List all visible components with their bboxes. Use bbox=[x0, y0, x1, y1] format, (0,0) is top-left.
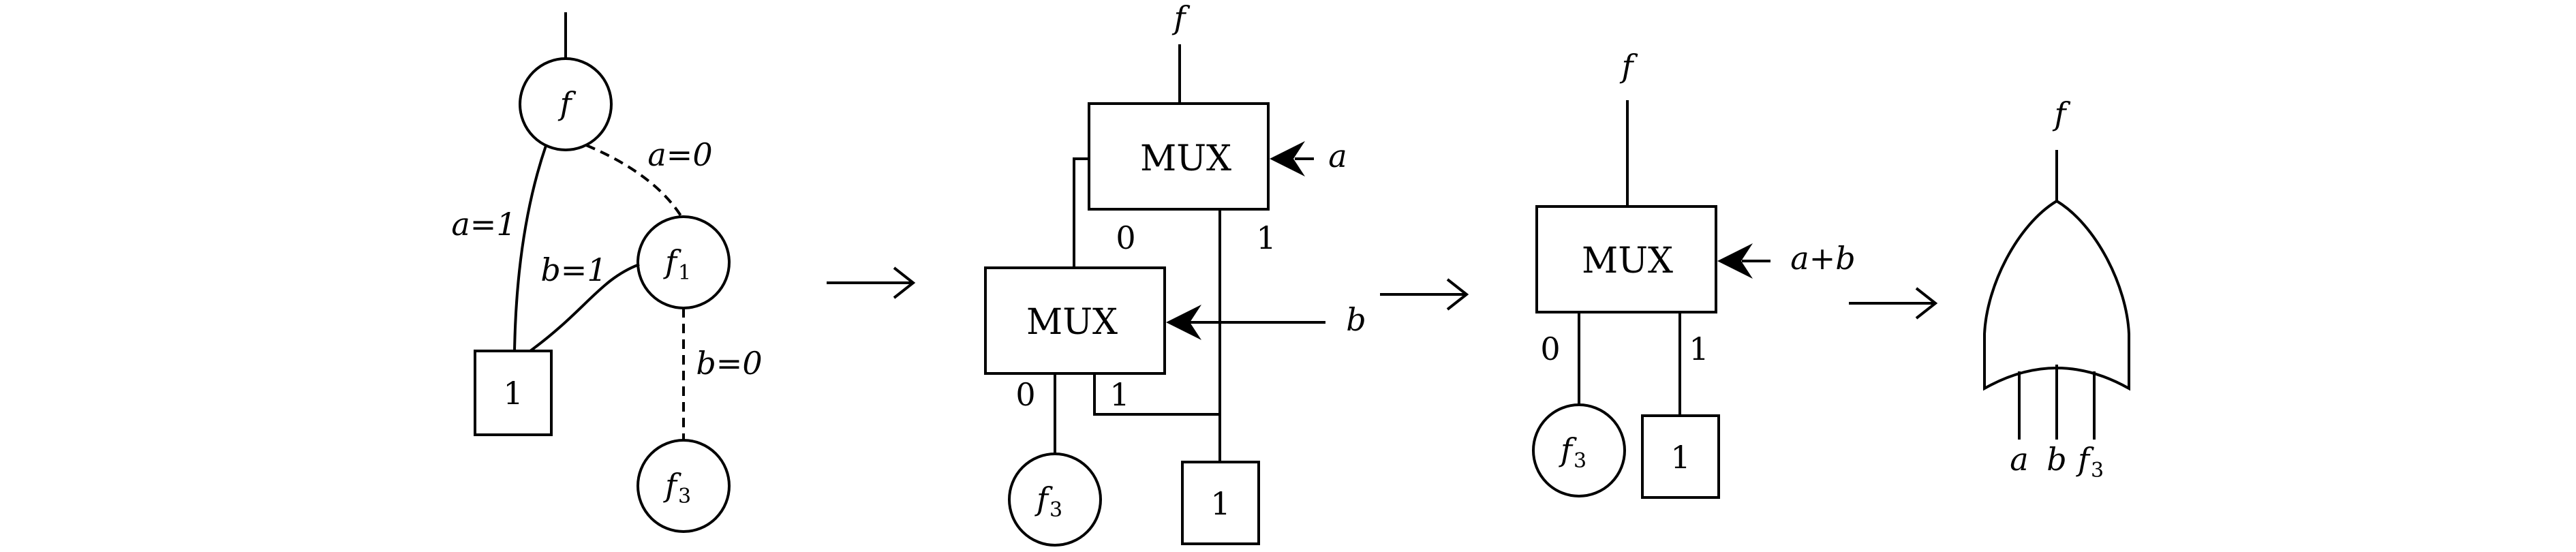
stage3-single-mux: f MUX a+b 0 1 f3 1 bbox=[1532, 48, 1856, 499]
stage2-output-label: f bbox=[1171, 0, 1190, 36]
transform-arrow-1 bbox=[827, 266, 916, 299]
mux-top-select-label: a bbox=[1328, 138, 1347, 174]
bdd-edge-b0-label: b=0 bbox=[696, 345, 762, 382]
or-gate-input-f3-label: f3 bbox=[2076, 441, 2104, 482]
stage2-mux-network: f MUX a 0 1 MUX b 0 1 f3 1 bbox=[984, 0, 1366, 547]
bdd-edge-a0-label: a=0 bbox=[647, 136, 712, 173]
stage3-node-f3 bbox=[1532, 403, 1626, 497]
mux-bottom bbox=[984, 266, 1166, 375]
stage3-terminal-1-label: 1 bbox=[1670, 439, 1690, 476]
stage3-select-label: a+b bbox=[1790, 240, 1855, 277]
bdd-edge-a1-label: a=1 bbox=[451, 206, 516, 243]
mux-top-in0-label: 0 bbox=[1116, 219, 1135, 256]
mux-top-in0-wire bbox=[1073, 157, 1089, 268]
mux-bottom-select-arrowhead bbox=[1166, 305, 1201, 340]
stage3-in1-label: 1 bbox=[1689, 331, 1708, 367]
transform-arrow-2 bbox=[1380, 278, 1469, 311]
stage2-terminal-1 bbox=[1181, 461, 1260, 545]
stage3-output-label: f bbox=[1619, 48, 1638, 85]
mux-bottom-label: MUX bbox=[1026, 302, 1118, 343]
or-gate-body bbox=[1983, 199, 2130, 391]
stage4-or-gate: f a b f3 bbox=[1983, 95, 2130, 482]
bdd-terminal-1-label: 1 bbox=[503, 375, 523, 412]
stage2-node-f3 bbox=[1008, 453, 1102, 547]
or-gate-input-a-label: a bbox=[2010, 441, 2028, 478]
bdd-terminal-1 bbox=[474, 350, 553, 436]
bdd-edge-a0 bbox=[585, 144, 683, 218]
stage2-terminal-1-label: 1 bbox=[1210, 485, 1230, 522]
bdd-node-f3 bbox=[637, 439, 731, 533]
stage3-terminal-1 bbox=[1641, 414, 1720, 499]
mux-top-select-arrowhead bbox=[1270, 141, 1305, 177]
transform-arrow-3 bbox=[1849, 287, 1938, 320]
mux-bottom-in1-wire bbox=[1093, 373, 1220, 416]
bdd-edge-b1 bbox=[529, 263, 640, 352]
mux-bottom-in1-label: 1 bbox=[1109, 376, 1129, 413]
mux-bottom-select-label: b bbox=[1346, 301, 1366, 338]
stage3-select-arrowhead bbox=[1717, 243, 1753, 279]
mux-bottom-in0-label: 0 bbox=[1015, 376, 1035, 413]
stage1-bdd: f a=1 a=0 f1 b=1 b=0 1 f3 bbox=[451, 12, 763, 533]
bdd-node-f bbox=[519, 57, 613, 151]
stage4-output-label: f bbox=[2052, 95, 2070, 132]
mux-top-label: MUX bbox=[1140, 138, 1231, 179]
bdd-edge-a1 bbox=[513, 145, 547, 352]
stage3-mux-label: MUX bbox=[1582, 241, 1673, 281]
mux-top bbox=[1088, 102, 1270, 211]
stage3-mux bbox=[1535, 205, 1717, 313]
bdd-edge-b1-label: b=1 bbox=[540, 251, 607, 288]
mux-top-in1-label: 1 bbox=[1256, 219, 1276, 256]
or-gate-input-b-label: b bbox=[2046, 441, 2066, 478]
stage3-in0-label: 0 bbox=[1540, 331, 1560, 367]
